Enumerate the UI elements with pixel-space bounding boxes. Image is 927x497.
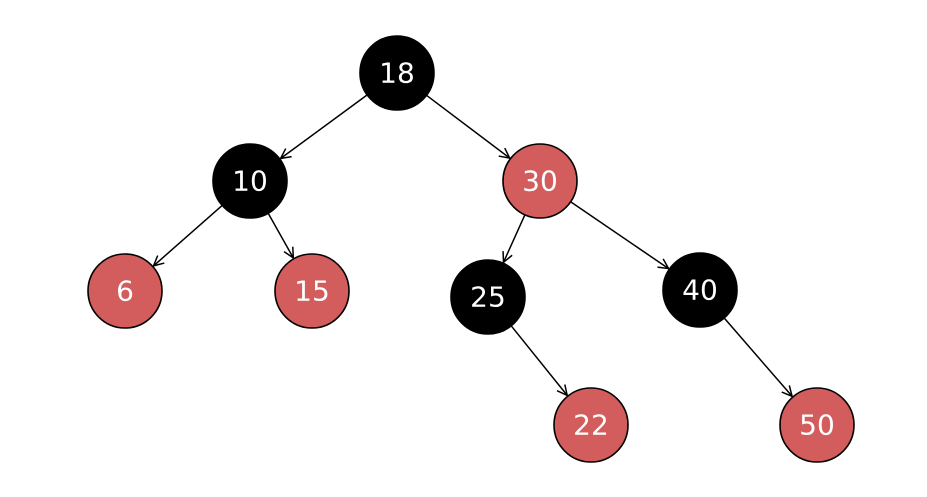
edge-n10-n6 [154, 204, 223, 266]
tree-node-10: 10 [212, 143, 288, 219]
node-label: 10 [232, 165, 268, 198]
node-circle-red [274, 253, 350, 329]
tree-node-50: 50 [779, 387, 855, 463]
tree-nodes: 18 10 30 6 15 25 40 22 50 [87, 35, 855, 463]
edge-n10-n15 [267, 212, 293, 258]
node-circle-black [359, 35, 435, 111]
tree-node-22: 22 [553, 387, 629, 463]
edge-n40-n50 [723, 317, 792, 396]
node-label: 15 [294, 275, 330, 308]
node-label: 6 [116, 275, 134, 308]
node-circle-red [502, 143, 578, 219]
node-label: 40 [682, 274, 718, 307]
tree-edges [154, 94, 793, 396]
node-circle-black [212, 143, 288, 219]
node-label: 30 [522, 165, 558, 198]
tree-node-30: 30 [502, 143, 578, 219]
node-label: 22 [573, 409, 609, 442]
node-label: 18 [379, 57, 415, 90]
node-label: 25 [470, 281, 506, 314]
node-circle-red [553, 387, 629, 463]
edge-n30-n40 [570, 201, 669, 269]
tree-node-6: 6 [87, 253, 163, 329]
edge-n18-n10 [281, 94, 368, 159]
edge-n30-n25 [504, 214, 526, 262]
edge-n18-n30 [426, 94, 510, 158]
tree-node-40: 40 [662, 252, 738, 328]
tree-node-25: 25 [450, 259, 526, 335]
node-circle-black [662, 252, 738, 328]
node-circle-red [779, 387, 855, 463]
node-label: 50 [799, 409, 835, 442]
node-circle-red [87, 253, 163, 329]
edge-n25-n22 [510, 325, 567, 396]
node-circle-black [450, 259, 526, 335]
tree-node-15: 15 [274, 253, 350, 329]
tree-node-18: 18 [359, 35, 435, 111]
